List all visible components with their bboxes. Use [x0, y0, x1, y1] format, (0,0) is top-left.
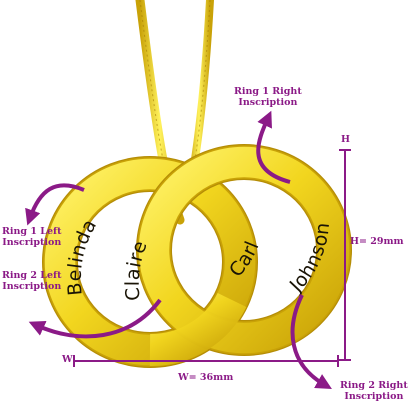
height-marker: H	[341, 134, 350, 145]
ring1-right-callout: Ring 1 Right Inscription	[234, 86, 302, 108]
ring2-right-callout: Ring 2 Right Inscription	[340, 380, 408, 402]
ring-1-overlap	[149, 292, 247, 367]
ring-2	[136, 144, 352, 356]
ring1-left-callout: Ring 1 Left Inscription	[2, 226, 62, 248]
ring2-left-arrow	[28, 298, 162, 339]
ring1-left-arrow	[25, 183, 85, 226]
height-label: H= 29mm	[350, 236, 404, 247]
ring1-right-arrow	[256, 110, 291, 184]
width-marker: W	[62, 354, 73, 365]
width-label: W= 36mm	[178, 372, 234, 383]
ring2-right-arrow	[290, 294, 332, 389]
ring2-left-callout: Ring 2 Left Inscription	[2, 270, 62, 292]
chain-links	[187, 0, 211, 201]
